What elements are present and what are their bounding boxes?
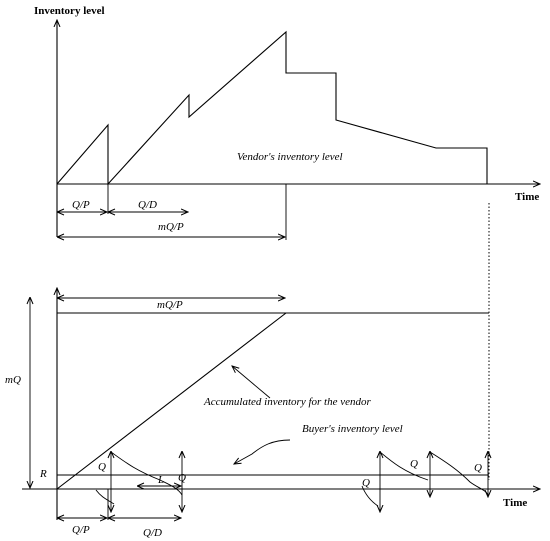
q-label-right-2: Q xyxy=(410,458,418,470)
top-dim-mq-over-p-label: mQ/P xyxy=(158,221,184,233)
vendor-inventory-curve xyxy=(56,30,488,186)
accumulated-inventory-ramp xyxy=(56,312,287,490)
bottom-dim-mq-over-p-label: mQ/P xyxy=(157,299,183,311)
top-y-axis-label: Inventory level xyxy=(34,5,105,17)
buyer-arrow xyxy=(234,439,291,464)
bottom-dim-q-over-p-label: Q/P xyxy=(72,524,90,536)
buyer-wave-left xyxy=(95,489,115,505)
vendor-inventory-label: Vendor's inventory level xyxy=(237,151,343,163)
buyer-sawtooth-left xyxy=(110,451,183,496)
bottom-panel: Time mQ/P mQ Accumulated inventory for t… xyxy=(5,203,540,539)
top-x-axis-label: Time xyxy=(515,191,539,203)
q-label-right-1: Q xyxy=(362,477,370,489)
accumulated-label: Accumulated inventory for the vendor xyxy=(203,396,372,408)
buyer-sawtooth-right xyxy=(361,451,489,507)
top-panel: Inventory level Time Vendor's inventory … xyxy=(34,5,540,240)
q-label-left-1: Q xyxy=(98,461,106,473)
top-dim-q-over-d-label: Q/D xyxy=(138,199,157,211)
l-label: L xyxy=(157,474,164,486)
q-label-left-2: Q xyxy=(178,472,186,484)
top-dim-q-over-p-label: Q/P xyxy=(72,199,90,211)
buyer-inventory-label: Buyer's inventory level xyxy=(302,423,403,435)
mq-label: mQ xyxy=(5,374,21,386)
bottom-dim-q-over-d-label: Q/D xyxy=(143,527,162,539)
q-label-right-3: Q xyxy=(474,462,482,474)
bottom-x-axis-label: Time xyxy=(503,497,527,509)
accumulated-arrow xyxy=(232,366,271,399)
r-label: R xyxy=(39,468,47,480)
